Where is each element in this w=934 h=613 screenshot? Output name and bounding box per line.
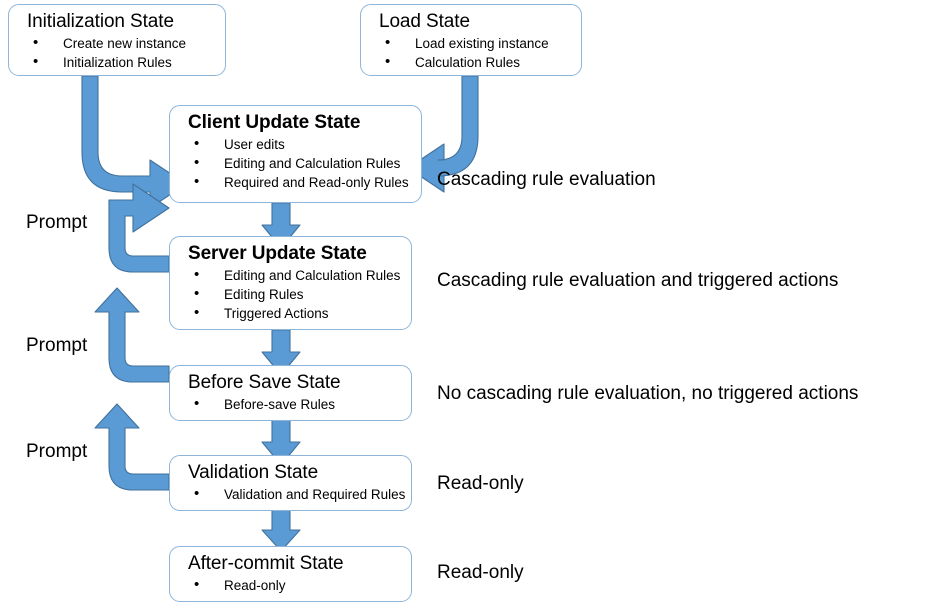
state-box-load-state[interactable]: Load State Load existing instance Calcul… (360, 4, 582, 76)
list-item: Create new instance (27, 33, 217, 53)
state-bullet-list: User edits Editing and Calculation Rules… (178, 134, 413, 192)
list-item: Validation and Required Rules (188, 484, 405, 504)
arrow-prompt-server-update-to-client-update (108, 183, 170, 273)
prompt-label-before-save: Prompt (26, 441, 88, 462)
list-item: Triggered Actions (188, 303, 403, 323)
state-title: Server Update State (188, 243, 367, 264)
arrow-validation-to-after-commit (261, 509, 301, 552)
state-bullet-list: Before-save Rules (178, 394, 403, 414)
state-box-initialization-state[interactable]: Initialization State Create new instance… (8, 4, 226, 76)
prompt-label-server-update: Prompt (26, 335, 88, 356)
annotation-client-update: Cascading rule evaluation (437, 169, 656, 190)
state-box-server-update-state[interactable]: Server Update State Editing and Calculat… (169, 236, 412, 330)
list-item: Load existing instance (379, 33, 573, 53)
state-title: Initialization State (27, 11, 174, 32)
state-title: After-commit State (188, 553, 344, 574)
state-title: Validation State (188, 462, 319, 483)
state-bullet-list: Create new instance Initialization Rules (17, 33, 217, 72)
state-title: Before Save State (188, 372, 341, 393)
annotation-after-commit: Read-only (437, 562, 524, 583)
arrow-prompt-validation-to-before-save (94, 403, 170, 491)
state-box-validation-state[interactable]: Validation State Validation and Required… (169, 455, 412, 511)
state-title: Client Update State (188, 112, 361, 133)
state-bullet-list: Read-only (178, 575, 403, 595)
annotation-before-save: No cascading rule evaluation, no trigger… (437, 383, 859, 404)
list-item: User edits (188, 134, 413, 154)
list-item: Before-save Rules (188, 394, 403, 414)
list-item: Editing Rules (188, 284, 403, 304)
annotation-validation: Read-only (437, 473, 524, 494)
state-title: Load State (379, 11, 470, 32)
list-item: Calculation Rules (379, 52, 573, 72)
state-box-client-update-state[interactable]: Client Update State User edits Editing a… (169, 105, 422, 203)
list-item: Editing and Calculation Rules (188, 153, 413, 173)
list-item: Read-only (188, 575, 403, 595)
list-item: Required and Read-only Rules (188, 172, 413, 192)
prompt-label-client-update: Prompt (26, 212, 88, 233)
state-bullet-list: Editing and Calculation Rules Editing Ru… (178, 265, 403, 323)
list-item: Editing and Calculation Rules (188, 265, 403, 285)
annotation-server-update: Cascading rule evaluation and triggered … (437, 270, 839, 291)
state-box-before-save-state[interactable]: Before Save State Before-save Rules (169, 365, 412, 421)
state-bullet-list: Validation and Required Rules (178, 484, 405, 504)
state-bullet-list: Load existing instance Calculation Rules (369, 33, 573, 72)
arrow-prompt-before-save-to-server-update (94, 287, 170, 383)
state-box-after-commit-state[interactable]: After-commit State Read-only (169, 546, 412, 602)
list-item: Initialization Rules (27, 52, 217, 72)
